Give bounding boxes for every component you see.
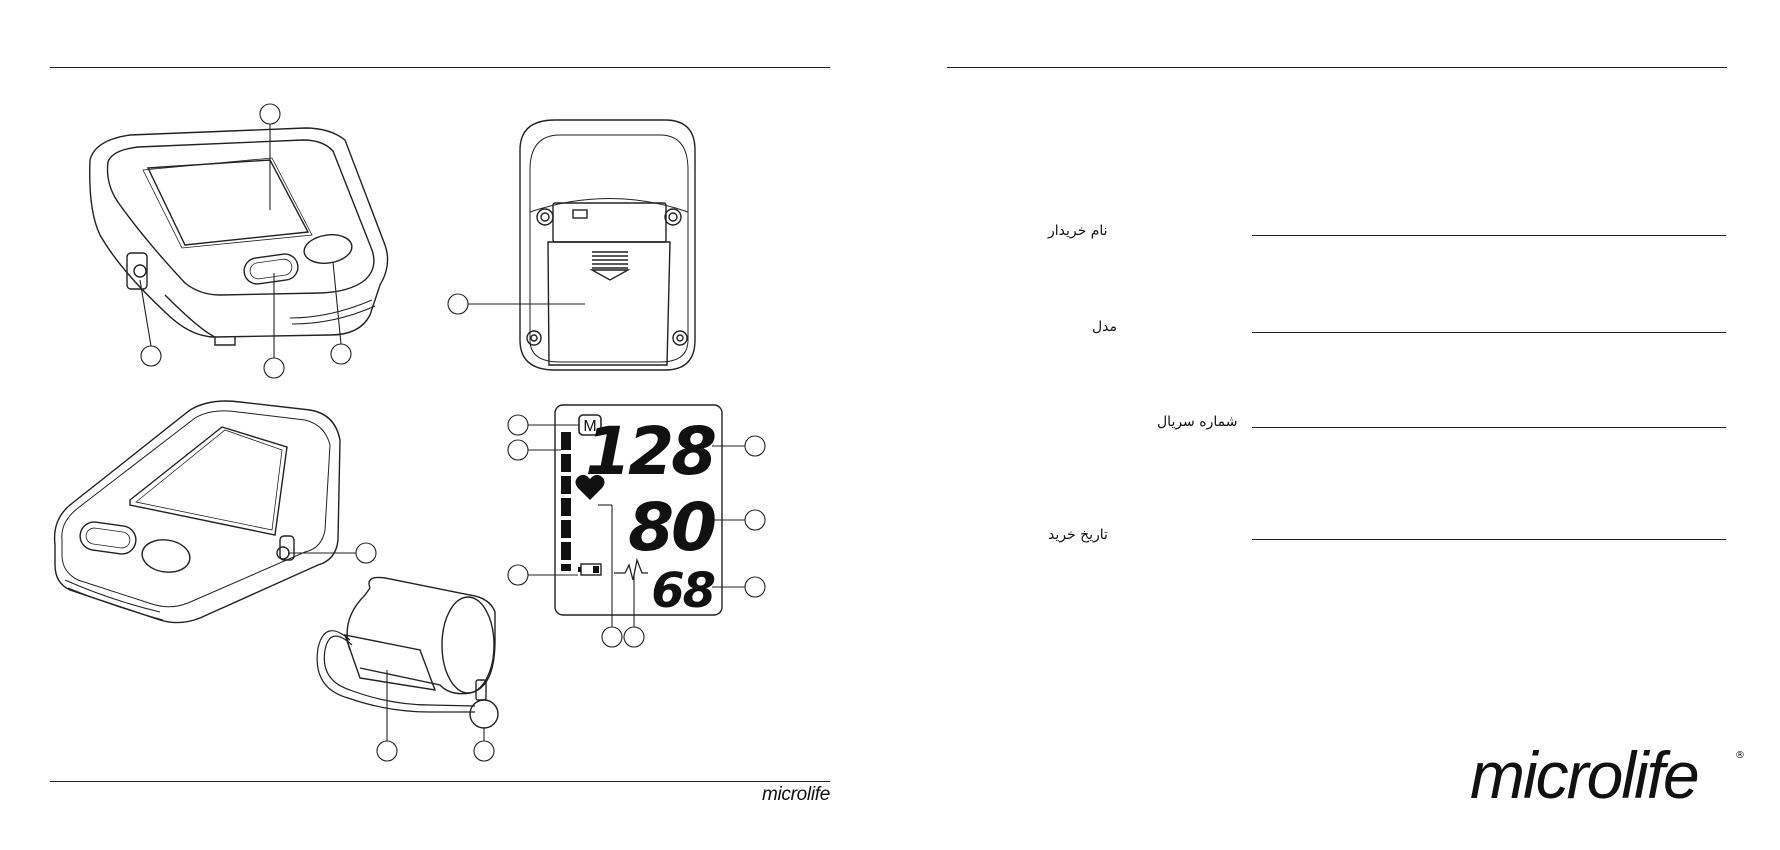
- buyer-name-line[interactable]: [1252, 235, 1726, 236]
- purchase-date-label: تاریخ خرید: [1048, 527, 1108, 543]
- monitor-front-view: [90, 128, 388, 345]
- footer-brand-small: microlife: [762, 784, 830, 806]
- model-line[interactable]: [1252, 332, 1726, 333]
- buyer-name-label: نام خریدار: [1048, 223, 1108, 239]
- serial-number-label: شماره سریال: [1157, 414, 1237, 430]
- model-label: مدل: [1092, 319, 1117, 335]
- pressure-bar-indicator: [561, 432, 571, 571]
- monitor-side-view: [55, 401, 340, 623]
- battery-icon: [578, 564, 601, 575]
- pulse-reading: 68: [651, 563, 714, 619]
- brand-logo: microlife: [1470, 742, 1698, 808]
- systolic-reading: 128: [585, 413, 715, 490]
- callout-battery-cover: [448, 294, 585, 314]
- diastolic-reading: 80: [628, 489, 715, 566]
- cuff-illustration: [317, 577, 498, 728]
- callout-cuff-socket: [288, 543, 376, 563]
- purchase-date-line[interactable]: [1252, 539, 1726, 540]
- registered-mark: ®: [1735, 750, 1745, 761]
- monitor-bottom-view: [520, 120, 695, 370]
- serial-number-line[interactable]: [1252, 427, 1726, 428]
